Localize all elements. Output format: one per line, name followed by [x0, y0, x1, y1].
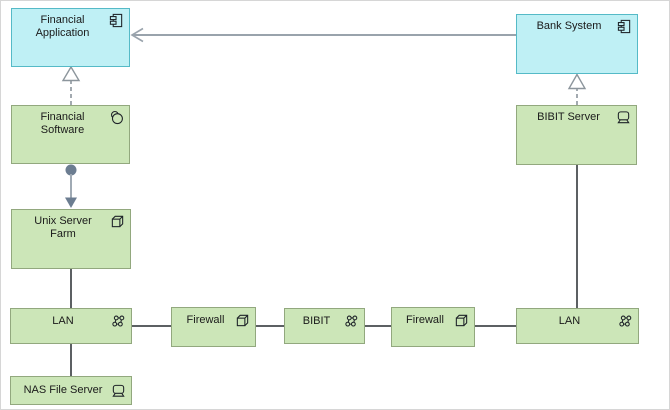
- node-lan-right[interactable]: LAN: [516, 308, 639, 344]
- node-label: Unix Server Farm: [34, 215, 92, 241]
- network-icon: [619, 315, 632, 327]
- node-bibit-network[interactable]: BIBIT: [284, 308, 365, 344]
- node-unix-server-farm[interactable]: Unix Server Farm: [11, 209, 131, 269]
- node-bank-system[interactable]: Bank System: [516, 14, 638, 74]
- node-label: Firewall: [406, 314, 444, 326]
- node-label: LAN: [558, 315, 581, 327]
- node-label: LAN: [52, 315, 74, 327]
- node-financial-application[interactable]: Financial Application: [11, 8, 130, 67]
- assignment-connection-financial-software-to-unix-server-farm[interactable]: [65, 164, 77, 209]
- application-component-icon: [109, 13, 123, 28]
- device-icon: [112, 384, 125, 397]
- node-label: Financial Application: [35, 14, 90, 40]
- node-firewall-left[interactable]: Firewall: [171, 307, 256, 347]
- node-label: Financial Software: [40, 111, 85, 137]
- network-icon: [112, 315, 125, 327]
- system-software-icon: [110, 110, 123, 125]
- node-financial-software[interactable]: Financial Software: [11, 105, 130, 164]
- realization-connection-bibit-server-to-bank-system[interactable]: [567, 73, 587, 106]
- node-label: Firewall: [186, 314, 225, 326]
- node-lan-left[interactable]: LAN: [10, 308, 132, 344]
- network-icon: [345, 315, 358, 327]
- node-cube-icon: [111, 215, 124, 228]
- node-cube-icon: [236, 314, 249, 327]
- node-label: BIBIT: [302, 315, 331, 327]
- node-bibit-server[interactable]: BIBIT Server: [516, 105, 637, 165]
- node-label: NAS File Server: [23, 384, 103, 396]
- node-label: Bank System: [536, 20, 602, 32]
- application-component-icon: [617, 19, 631, 34]
- node-cube-icon: [455, 314, 468, 327]
- node-firewall-right[interactable]: Firewall: [391, 307, 475, 347]
- node-nas-file-server[interactable]: NAS File Server: [10, 376, 132, 405]
- serving-connection-bank-system-to-financial-application[interactable]: [130, 27, 516, 43]
- device-icon: [617, 111, 630, 124]
- realization-connection-financial-software-to-financial-application[interactable]: [61, 65, 81, 105]
- node-label: BIBIT Server: [537, 111, 600, 123]
